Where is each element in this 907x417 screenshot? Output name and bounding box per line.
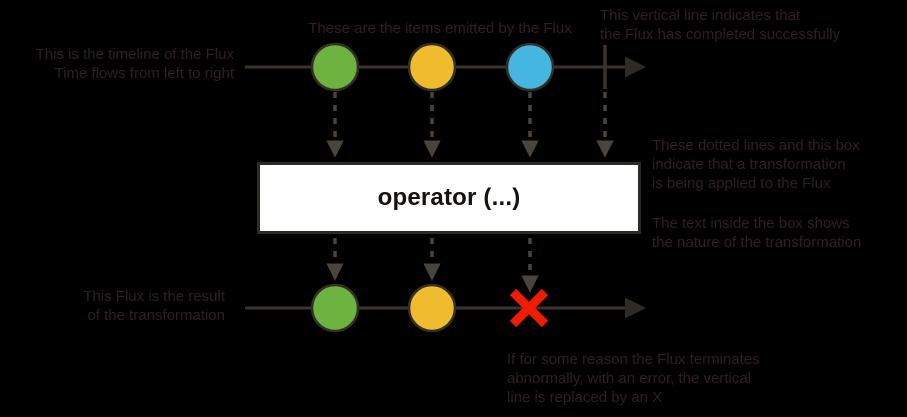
annotation-result: This Flux is the result of the transform…: [83, 288, 225, 324]
annotation-completion: This vertical line indicates that the Fl…: [600, 7, 841, 43]
annotation-items-emitted: These are the items emitted by the Flux: [308, 20, 572, 37]
source-marble-blue[interactable]: [505, 42, 555, 92]
result-marble-green[interactable]: [310, 283, 360, 333]
error-x-icon: [509, 288, 549, 328]
transformation-arrows-in: [326, 92, 614, 158]
transformation-arrows-out: [326, 238, 539, 293]
source-marble-green[interactable]: [310, 42, 360, 92]
source-marble-yellow[interactable]: [407, 42, 457, 92]
annotation-error: If for some reason the Flux terminates a…: [507, 351, 760, 406]
annotation-box-text: The text inside the box shows the nature…: [652, 215, 862, 251]
result-marble-yellow[interactable]: [407, 283, 457, 333]
operator-box[interactable]: operator (...): [257, 162, 641, 234]
operator-label: operator (...): [377, 184, 521, 211]
source-timeline-group: [245, 42, 646, 92]
annotation-transformation: These dotted lines and this box indicate…: [652, 137, 860, 192]
annotation-timeline: This is the timeline of the Flux Time fl…: [35, 46, 234, 82]
result-timeline-group: [245, 283, 646, 333]
